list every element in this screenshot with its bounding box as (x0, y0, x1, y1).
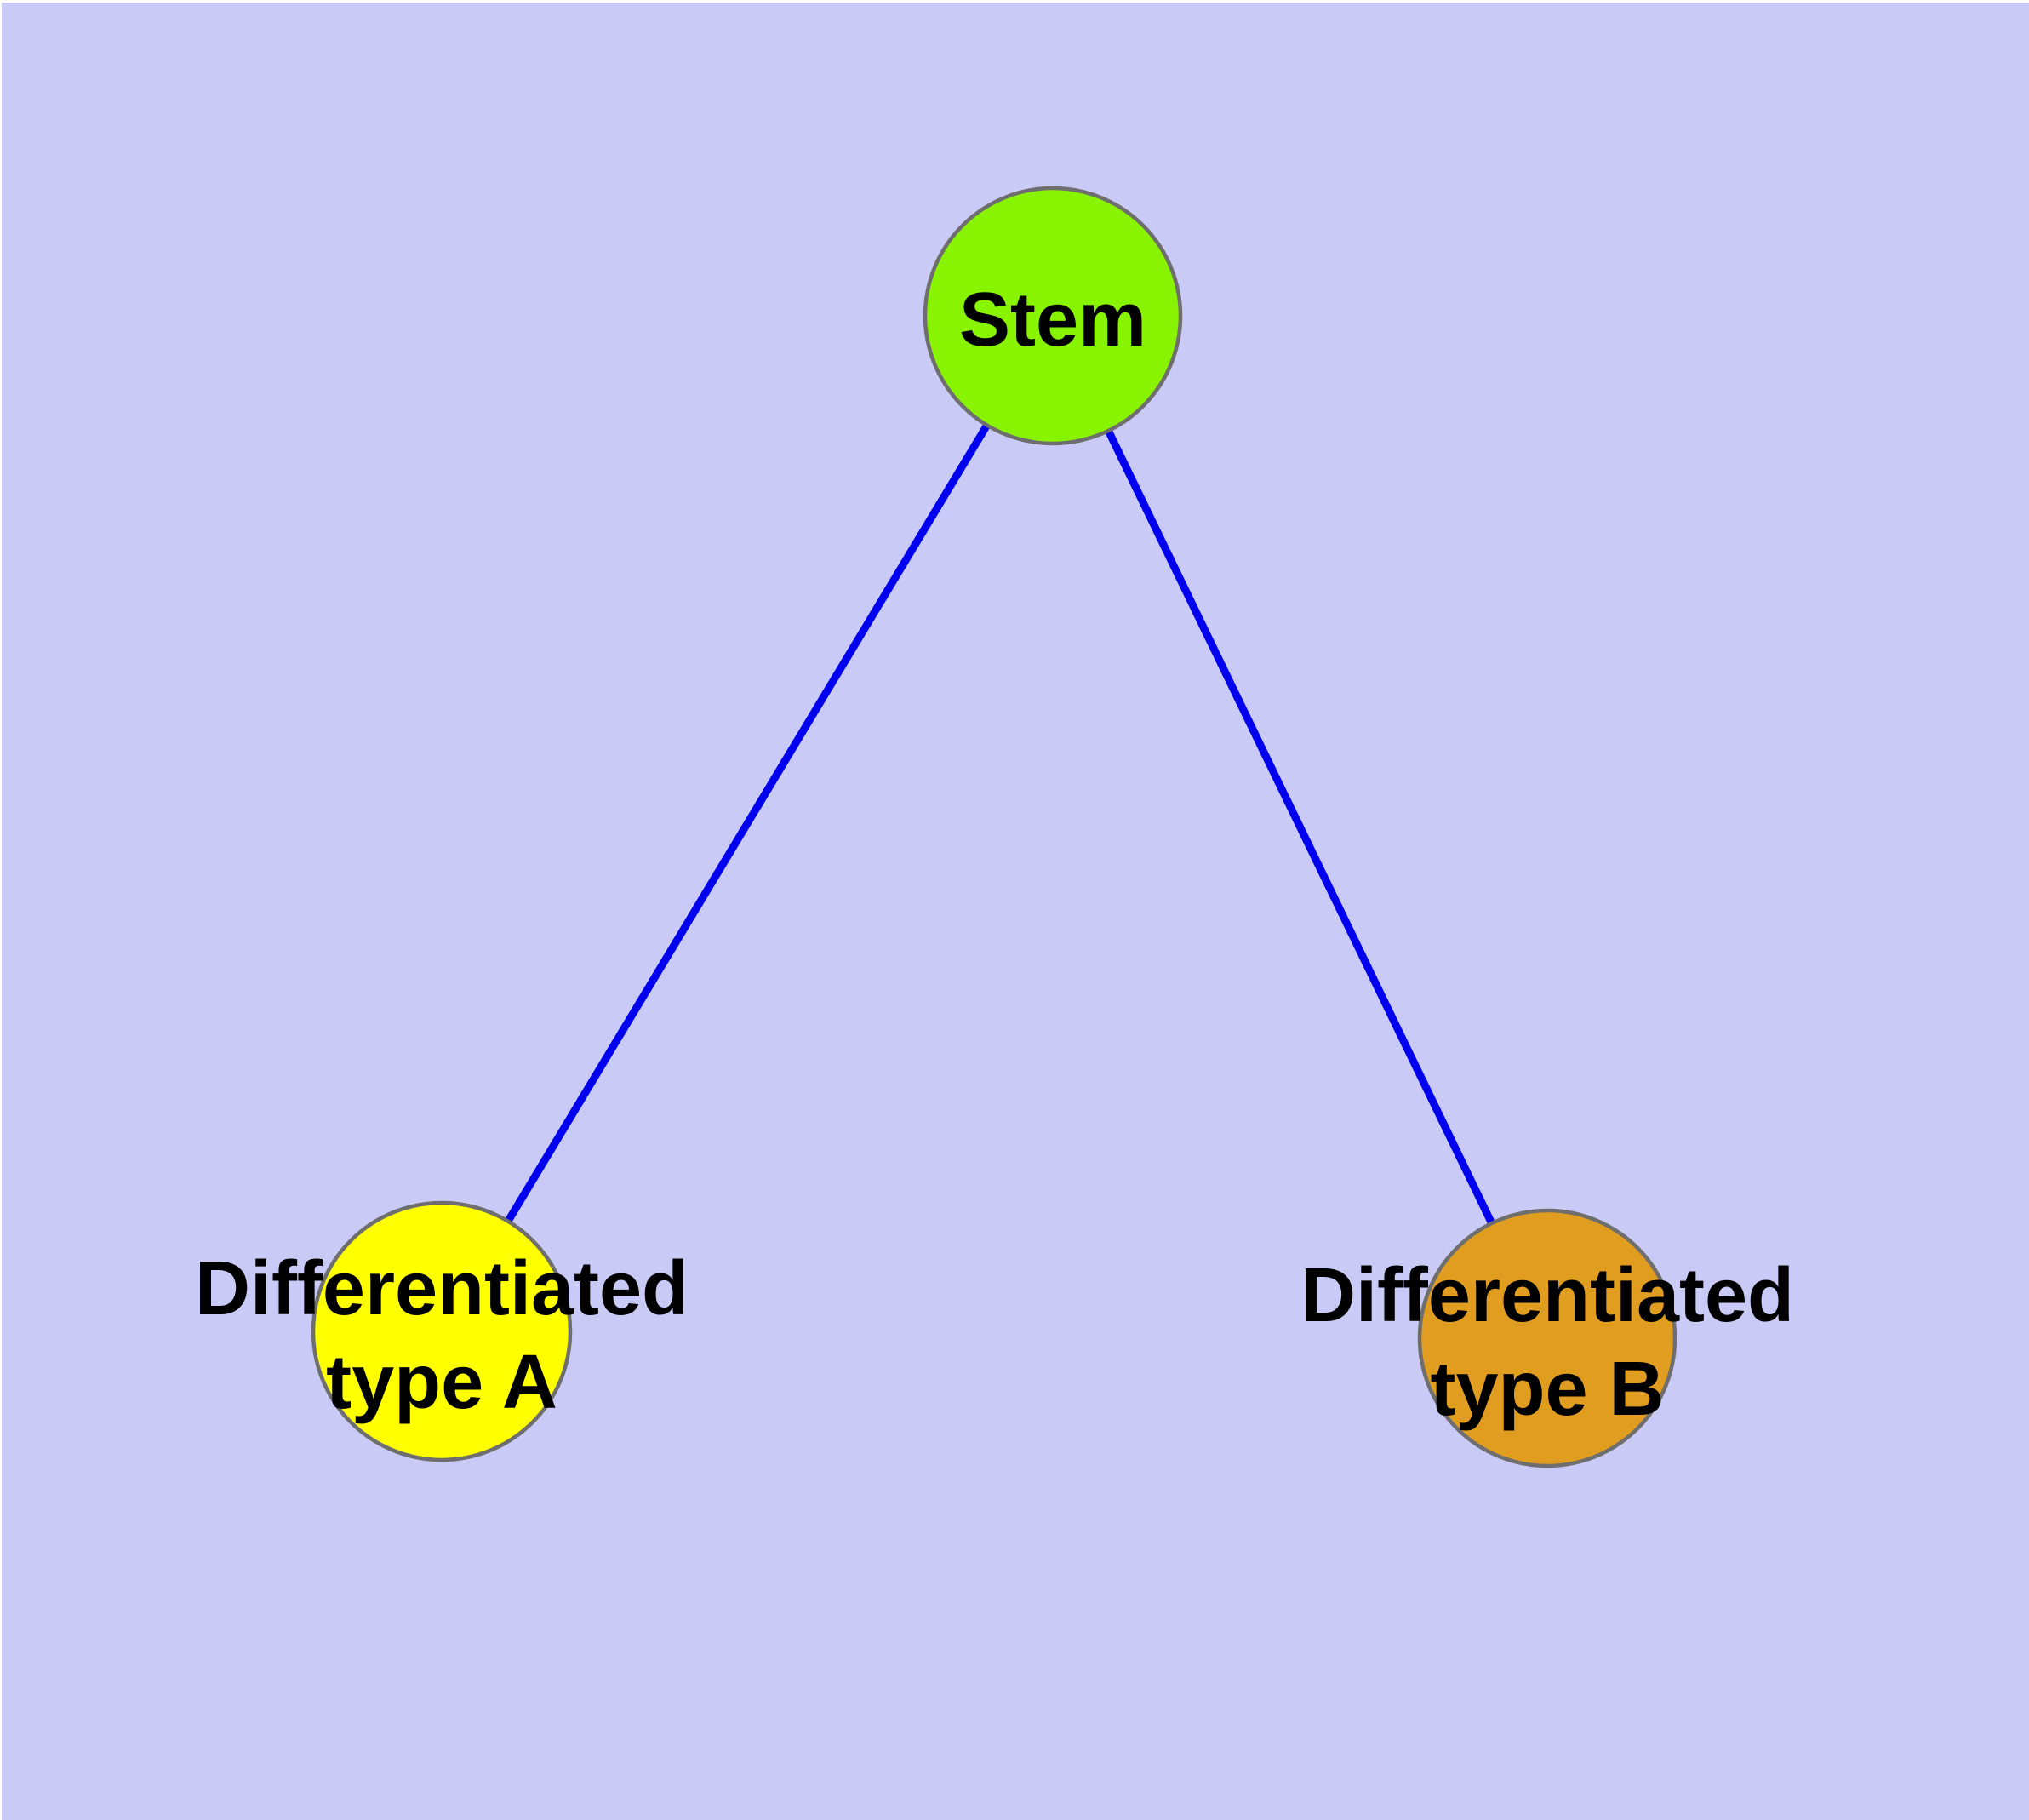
edge-stem-to-type-a (438, 313, 1056, 1334)
node-differentiated-type-b-label-line1: Differentiated (1300, 1253, 1794, 1338)
node-stem-label: Stem (959, 278, 1146, 363)
page-margin-left (0, 0, 2, 1820)
node-differentiated-type-a-circle (311, 1200, 573, 1462)
node-differentiated-type-b-circle (1417, 1208, 1677, 1468)
node-differentiated-type-a-label-line2: type A (326, 1340, 557, 1425)
edge-stem-to-type-b (1049, 314, 1552, 1340)
node-differentiated-type-a-label-line1: Differentiated (195, 1246, 689, 1331)
page-margin-top (0, 0, 2029, 3)
node-differentiated-type-b-label-line2: type B (1430, 1347, 1664, 1432)
node-stem-circle (923, 186, 1183, 446)
